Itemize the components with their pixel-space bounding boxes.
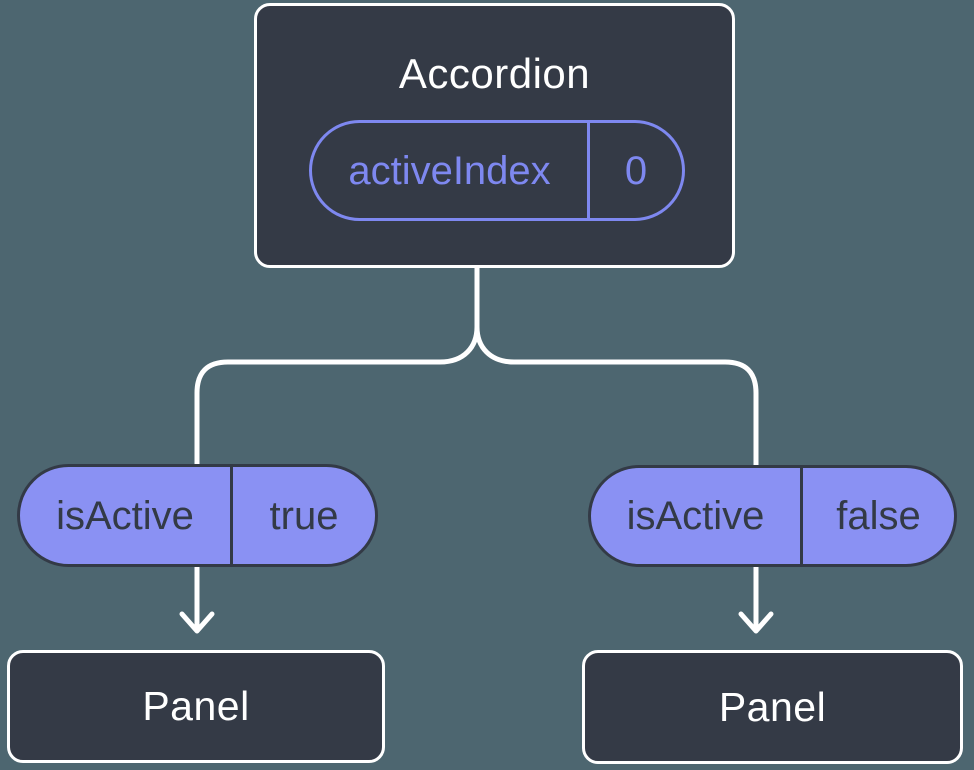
state-pill-label: activeIndex xyxy=(312,123,590,218)
state-pill-value: 0 xyxy=(624,148,648,193)
active-index-state-pill: activeIndex 0 xyxy=(309,120,685,221)
root-to-right-child-connector xyxy=(474,263,759,468)
left-arrowhead-down-icon xyxy=(179,611,215,634)
prop-pill-label: isActive xyxy=(20,467,233,564)
root-to-left-child-connector xyxy=(194,263,480,467)
is-active-true-prop-pill: isActive true xyxy=(17,464,378,567)
panel-node-title: Panel xyxy=(718,683,827,730)
is-active-false-prop-pill: isActive false xyxy=(588,465,957,567)
accordion-node: Accordion activeIndex 0 xyxy=(254,3,735,268)
prop-pill-label: isActive xyxy=(591,468,803,564)
panel-node-left: Panel xyxy=(7,650,385,763)
panel-node-right: Panel xyxy=(582,650,963,764)
prop-pill-value: true xyxy=(269,493,339,538)
prop-pill-value: false xyxy=(836,494,921,538)
right-arrowhead-down-icon xyxy=(738,611,774,634)
accordion-node-title: Accordion xyxy=(398,50,591,97)
panel-node-title: Panel xyxy=(142,683,250,729)
